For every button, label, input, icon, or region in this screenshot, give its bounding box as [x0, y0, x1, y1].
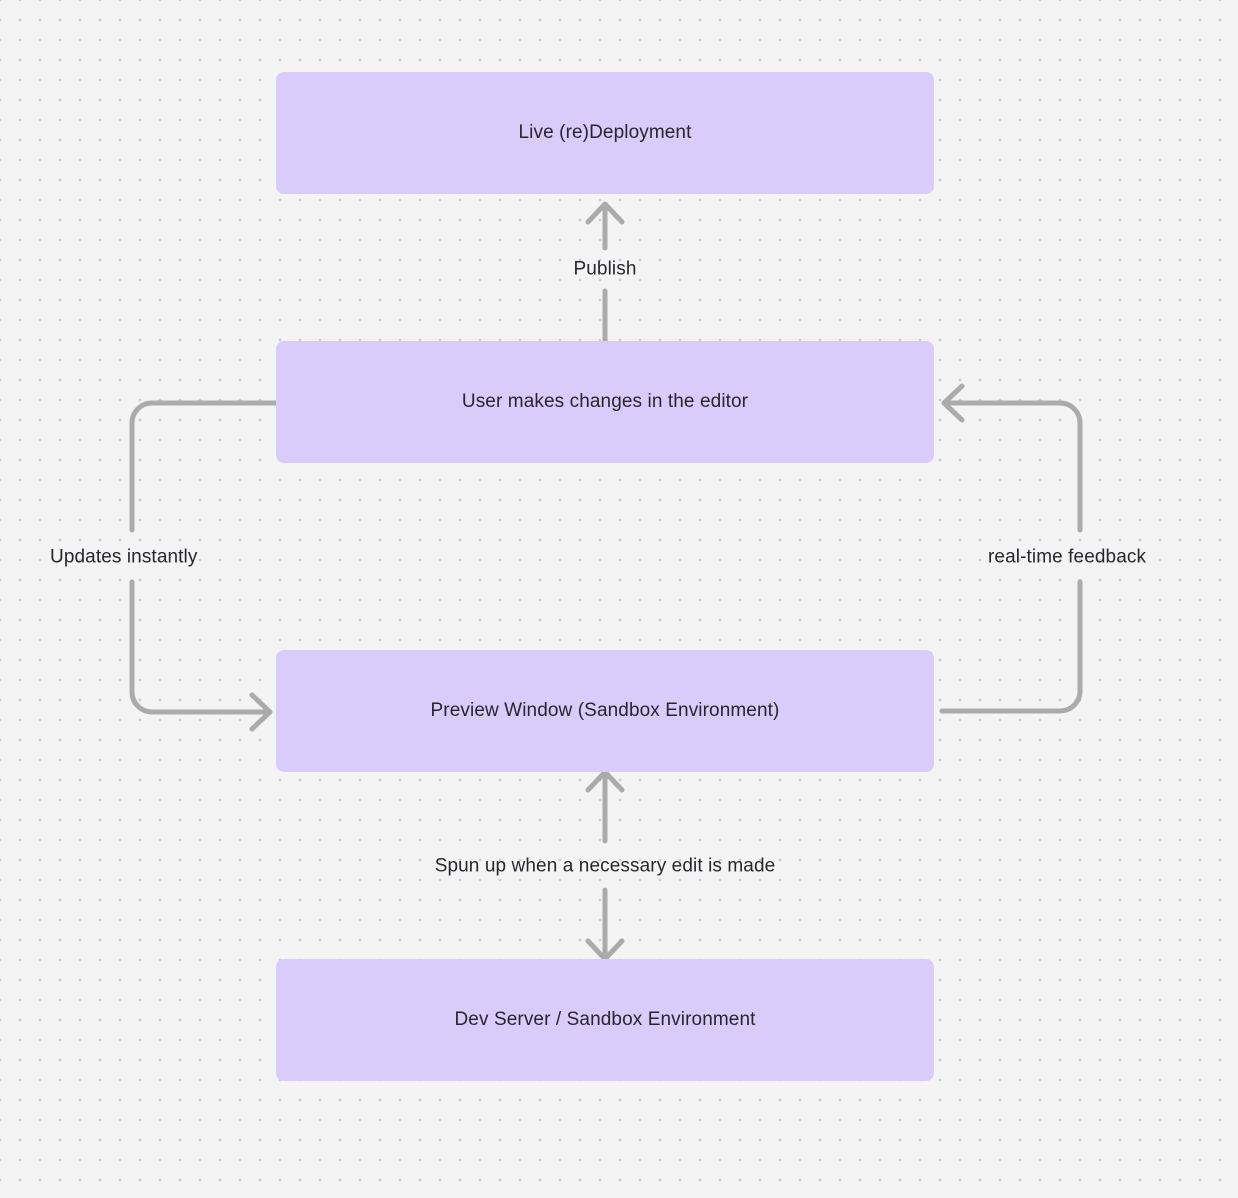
node-label: User makes changes in the editor: [461, 390, 749, 412]
node-label: Preview Window (Sandbox Environment): [430, 699, 780, 721]
node-live-deployment[interactable]: Live (re)Deployment: [276, 72, 934, 194]
node-label: Live (re)Deployment: [518, 121, 692, 143]
edge-label-spun-up: Spun up when a necessary edit is made: [434, 855, 776, 877]
edge-label-real-time-feedback: real-time feedback: [988, 546, 1147, 568]
node-user-edits[interactable]: User makes changes in the editor: [276, 341, 934, 463]
edge-label-publish: Publish: [573, 258, 637, 280]
node-preview-window[interactable]: Preview Window (Sandbox Environment): [276, 650, 934, 772]
node-label: Dev Server / Sandbox Environment: [454, 1008, 756, 1030]
edge-label-updates-instantly: Updates instantly: [50, 546, 198, 568]
node-dev-server[interactable]: Dev Server / Sandbox Environment: [276, 959, 934, 1081]
